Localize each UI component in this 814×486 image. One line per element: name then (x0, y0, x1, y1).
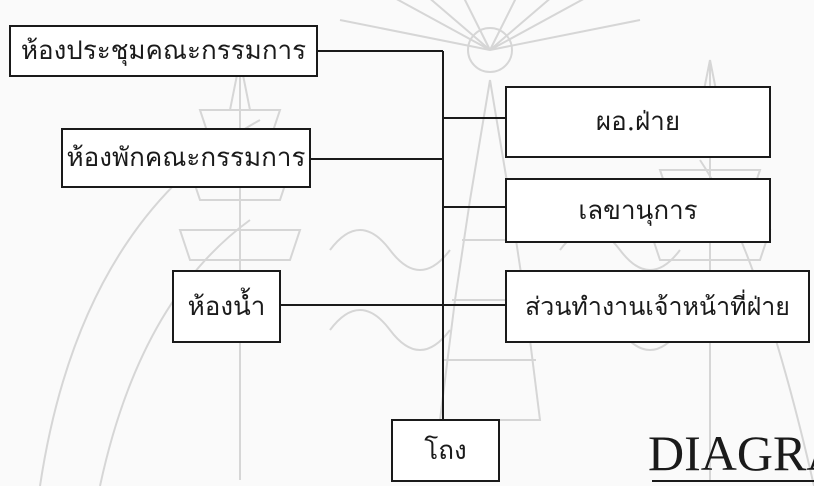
director-box: ผอ.ฝ่าย (505, 86, 771, 158)
lounge-room-label: ห้องพักคณะกรรมการ (66, 143, 306, 173)
staff-area-box: ส่วนทำงานเจ้าหน้าที่ฝ่าย (505, 270, 810, 343)
secretary-box: เลขานุการ (505, 178, 771, 243)
meeting-room-box: ห้องประชุมคณะกรรมการ (9, 25, 318, 77)
director-label: ผอ.ฝ่าย (595, 107, 681, 137)
toilet-box: ห้องน้ำ (172, 270, 281, 343)
title-underline (652, 480, 814, 482)
toilet-label: ห้องน้ำ (187, 291, 266, 322)
meeting-room-label: ห้องประชุมคณะกรรมการ (20, 36, 307, 66)
lounge-room-box: ห้องพักคณะกรรมการ (61, 128, 311, 188)
staff-area-label: ส่วนทำงานเจ้าหน้าที่ฝ่าย (525, 292, 790, 321)
secretary-label: เลขานุการ (578, 195, 698, 226)
hall-label: โถง (424, 435, 467, 466)
diagram-title: DIAGRA (648, 425, 814, 481)
hall-box: โถง (391, 419, 500, 482)
